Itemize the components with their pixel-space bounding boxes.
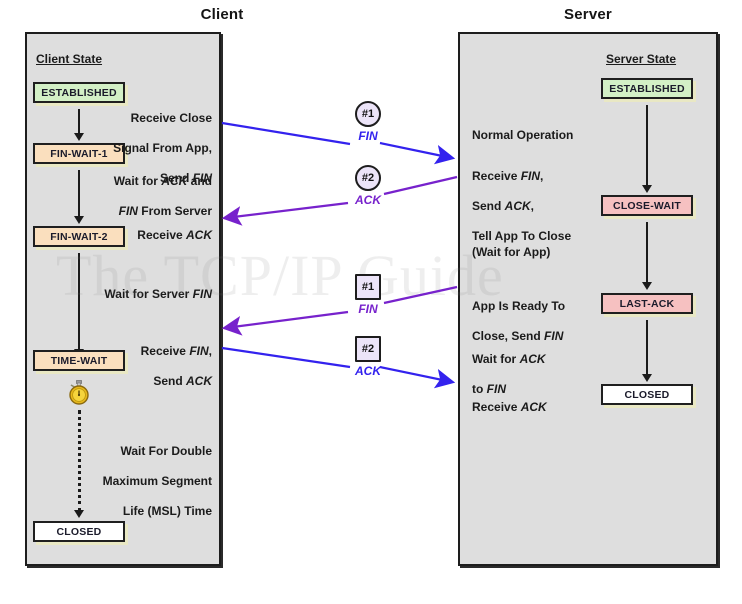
client-flow-arrowhead-2 xyxy=(74,216,84,224)
stopwatch-icon xyxy=(68,380,90,411)
client-state-fin-wait-2: FIN-WAIT-2 xyxy=(33,226,125,247)
server-flow-line-1 xyxy=(646,105,648,187)
client-state-time-wait: TIME-WAIT xyxy=(33,350,125,371)
message-label-3-fin: FIN xyxy=(358,302,378,316)
arrow-4-ack-segment-right xyxy=(379,365,456,389)
client-note-5-line3: Life (MSL) Time xyxy=(122,504,212,518)
arrow-2-ack-segment-right xyxy=(383,175,458,196)
arrow-3-fin-segment-right xyxy=(383,285,458,305)
client-flow-line-3 xyxy=(78,253,80,351)
server-note-receive-ack: Receive ACK xyxy=(472,385,602,415)
server-note-app-ready-to-close: App Is Ready To Close, Send FIN xyxy=(472,284,602,344)
server-note-wait-for-ack-to-fin: Wait for ACK to FIN xyxy=(472,337,602,397)
server-note-5-line1: Receive ACK xyxy=(472,400,547,414)
server-flow-arrowhead-2 xyxy=(642,282,652,290)
server-note-wait-for-app: (Wait for App) xyxy=(472,230,602,260)
client-note-2-line1: Receive ACK xyxy=(137,228,212,242)
server-flow-line-3 xyxy=(646,320,648,376)
server-state-close-wait: CLOSE-WAIT xyxy=(601,195,693,216)
client-flow-line-2 xyxy=(78,170,80,218)
message-label-4-ack: ACK xyxy=(355,364,381,378)
message-marker-2-ack-circle: #2 xyxy=(355,165,381,191)
server-title: Server xyxy=(564,6,612,23)
server-note-4-line2: to FIN xyxy=(472,382,507,396)
client-note-wait-for-ack-and-fin: Wait for ACK and FIN From Server xyxy=(90,159,212,219)
server-note-3-line1: App Is Ready To xyxy=(472,299,566,313)
server-note-receive-fin-send-ack: Receive FIN, Send ACK, Tell App To Close xyxy=(472,154,608,244)
server-note-3-line2: Close, Send FIN xyxy=(472,329,564,343)
client-state-header: Client State xyxy=(36,52,103,66)
client-panel xyxy=(25,32,221,566)
server-state-closed: CLOSED xyxy=(601,384,693,405)
server-flow-line-2 xyxy=(646,222,648,284)
server-flow-arrowhead-3 xyxy=(642,374,652,382)
client-note-receive-fin-send-ack: Receive FIN, Send ACK xyxy=(100,329,212,389)
server-note-2-line1: (Wait for App) xyxy=(472,245,551,259)
message-marker-1-fin-circle: #1 xyxy=(355,101,381,127)
server-note-4-line1: Wait for ACK xyxy=(472,352,546,366)
arrow-1-fin-segment-right xyxy=(379,141,456,165)
client-flow-line-4-dotted xyxy=(78,410,81,512)
client-note-0-line1: Receive Close xyxy=(130,111,212,125)
server-state-header: Server State xyxy=(606,52,677,66)
arrow-3-fin-segment-left xyxy=(221,310,349,336)
server-note-1-line2: Send ACK, xyxy=(472,199,535,213)
client-note-4-line2: Send ACK xyxy=(153,374,212,388)
client-note-1-line1: Wait for ACK and xyxy=(113,174,212,188)
server-note-0-line1: Normal Operation xyxy=(472,128,574,142)
client-note-5-line1: Wait For Double xyxy=(120,444,212,458)
client-note-1-line2: FIN From Server xyxy=(118,204,212,218)
server-state-last-ack: LAST-ACK xyxy=(601,293,693,314)
client-flow-line-1 xyxy=(78,109,80,135)
server-state-established: ESTABLISHED xyxy=(601,78,693,99)
message-label-2-ack: ACK xyxy=(355,193,381,207)
client-note-4-line1: Receive FIN, xyxy=(140,344,212,358)
client-note-wait-for-server-fin: Wait for Server FIN xyxy=(86,272,212,302)
client-note-5-line2: Maximum Segment xyxy=(102,474,212,488)
client-state-closed: CLOSED xyxy=(33,521,125,542)
server-note-normal-operation: Normal Operation xyxy=(472,113,602,143)
client-state-fin-wait-1: FIN-WAIT-1 xyxy=(33,143,125,164)
client-flow-arrowhead-4 xyxy=(74,510,84,518)
server-note-1-line3: Tell App To Close xyxy=(472,229,572,243)
client-note-0-line3: Send FIN xyxy=(159,171,212,185)
message-label-1-fin: FIN xyxy=(358,129,378,143)
client-note-0-line2: Signal From App, xyxy=(113,141,212,155)
client-flow-arrowhead-1 xyxy=(74,133,84,141)
message-marker-4-ack-square: #2 xyxy=(355,336,381,362)
client-note-receive-ack: Receive ACK xyxy=(100,213,212,243)
arrow-2-ack-segment-left xyxy=(221,201,349,226)
client-note-receive-close-signal: Receive Close Signal From App, Send FIN xyxy=(100,96,212,186)
server-note-1-line1: Receive FIN, xyxy=(472,169,544,183)
client-state-established: ESTABLISHED xyxy=(33,82,125,103)
arrow-4-ack-segment-left xyxy=(221,346,351,369)
server-flow-arrowhead-1 xyxy=(642,185,652,193)
client-title: Client xyxy=(200,6,244,23)
arrow-1-fin-segment-left xyxy=(221,121,351,146)
message-marker-3-fin-square: #1 xyxy=(355,274,381,300)
client-note-3-line1: Wait for Server FIN xyxy=(104,287,212,301)
client-note-wait-msl: Wait For Double Maximum Segment Life (MS… xyxy=(86,429,212,519)
